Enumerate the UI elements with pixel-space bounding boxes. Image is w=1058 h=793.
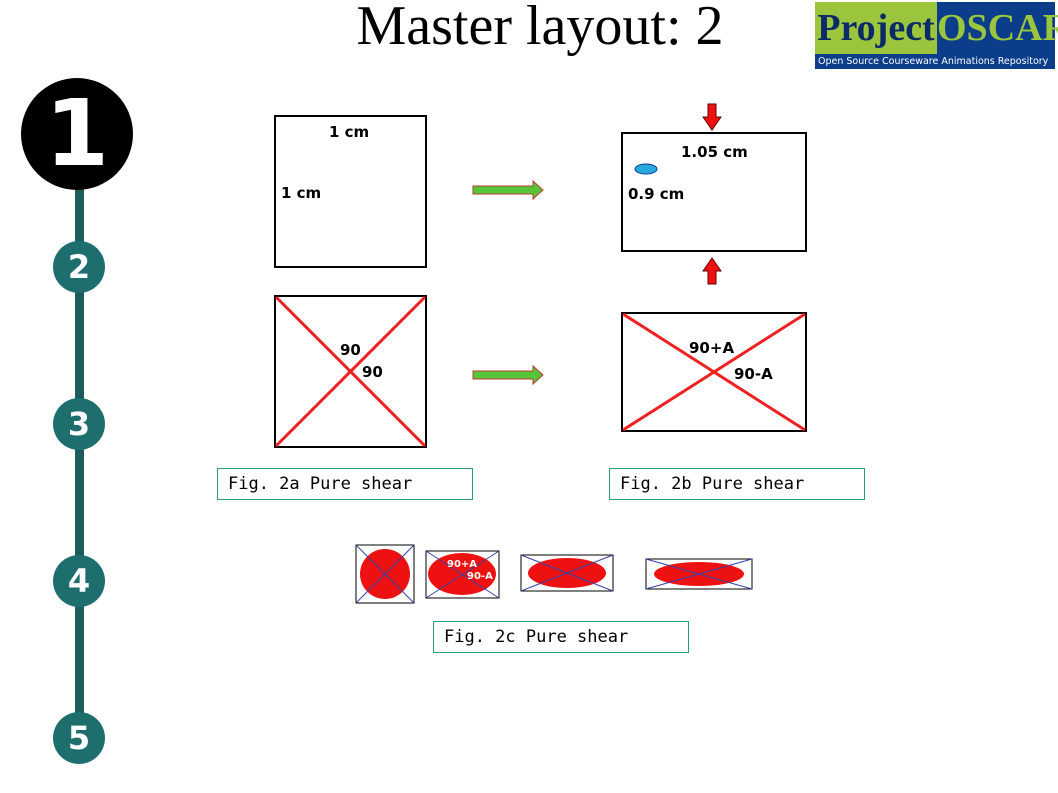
- logo-tagline: Open Source Courseware Animations Reposi…: [815, 54, 1055, 69]
- blue-marker: [634, 163, 658, 175]
- fig-c-stage-1: [355, 544, 415, 604]
- fig-b-rectangle: [621, 132, 807, 252]
- fig-a-width-label: 1 cm: [329, 123, 369, 141]
- transform-arrow-bottom: [472, 364, 544, 386]
- fig-b-width-label: 1.05 cm: [681, 143, 748, 161]
- compression-arrow-top: [702, 103, 722, 131]
- fig-a-caption: Fig. 2a Pure shear: [217, 468, 473, 500]
- logo-project-text: Project: [815, 2, 937, 54]
- fig-a-square: [274, 115, 427, 268]
- step-3-button[interactable]: 3: [53, 398, 105, 450]
- page-title: Master layout: 2: [356, 0, 724, 57]
- fig-b-height-label: 0.9 cm: [628, 185, 684, 203]
- fig-c-stage-3: [520, 554, 614, 592]
- fig-a-angle-1: 90: [340, 341, 361, 359]
- logo-oscar-text: OSCAR: [937, 2, 1058, 54]
- fig-a-angle-2: 90: [362, 363, 383, 381]
- fig-b-angle-2: 90-A: [734, 365, 773, 383]
- fig-c-angle-2: 90-A: [467, 571, 493, 582]
- step-4-button[interactable]: 4: [53, 555, 105, 607]
- project-oscar-logo: Project OSCAR Open Source Courseware Ani…: [815, 2, 1058, 69]
- step-navigation-line: [75, 150, 84, 750]
- fig-a-diagonal-2: [274, 295, 427, 448]
- fig-b-angle-1: 90+A: [689, 339, 734, 357]
- fig-c-stage-2: 90+A 90-A: [425, 550, 500, 599]
- fig-c-caption: Fig. 2c Pure shear: [433, 621, 689, 653]
- fig-b-caption: Fig. 2b Pure shear: [609, 468, 865, 500]
- fig-c-angle-1: 90+A: [447, 559, 477, 570]
- transform-arrow-top: [472, 179, 544, 201]
- fig-a-height-label: 1 cm: [281, 184, 321, 202]
- fig-c-stage-4: [645, 558, 753, 590]
- step-1-button[interactable]: 1: [21, 78, 133, 190]
- step-5-button[interactable]: 5: [53, 712, 105, 764]
- compression-arrow-bottom: [702, 257, 722, 285]
- step-2-button[interactable]: 2: [53, 241, 105, 293]
- fig-b-diagonal-2: [622, 312, 806, 432]
